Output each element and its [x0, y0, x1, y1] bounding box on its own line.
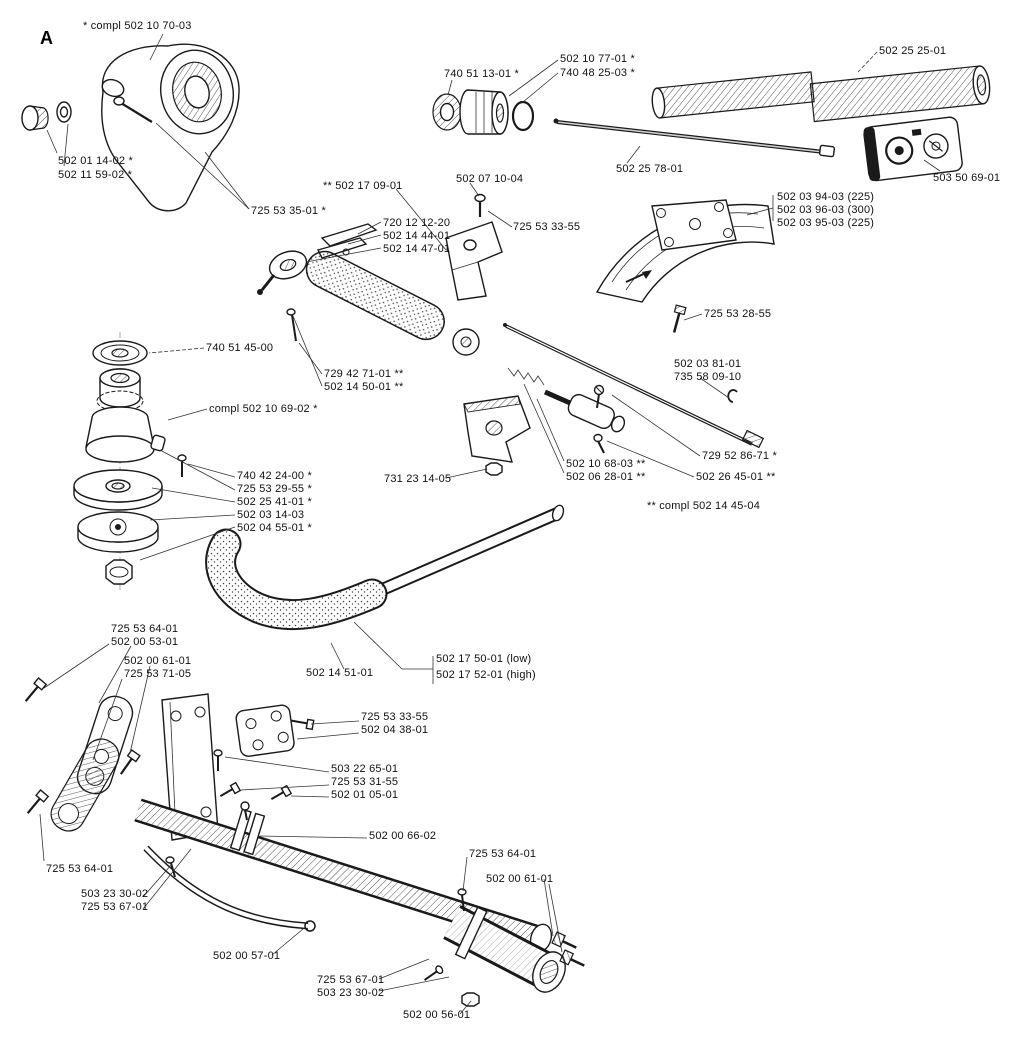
- part-label: 729 42 71-01 **: [324, 368, 404, 380]
- leader-lines: [39, 33, 941, 1015]
- part-label: 502 17 50-01 (low): [436, 653, 532, 665]
- part-label: 720 12 12-20: [383, 217, 451, 229]
- part-label: 502 00 57-01: [213, 950, 281, 962]
- part-label: 503 23 30-02: [317, 987, 385, 999]
- part-label: 502 00 61-01: [486, 873, 554, 885]
- part-label: 502 14 47-01: [383, 243, 451, 255]
- part-label: compl 502 10 69-02 *: [209, 403, 318, 415]
- part-label: 502 01 14-02 *: [58, 155, 133, 167]
- part-label: 502 14 50-01 **: [324, 381, 404, 393]
- gearbox-housing-drawing: [21, 43, 240, 212]
- clutch-drum-drawing: [432, 89, 535, 135]
- support-rod-drawing: [503, 323, 765, 449]
- section-letter: A: [40, 28, 53, 48]
- part-label: 502 00 61-01: [124, 655, 192, 667]
- part-label: 502 25 41-01 *: [237, 496, 312, 508]
- bracket-piece-drawing: [463, 395, 531, 476]
- part-label: 502 17 52-01 (high): [436, 669, 536, 681]
- part-label: 740 48 25-03 *: [560, 67, 635, 79]
- part-label: 502 25 25-01: [879, 45, 947, 57]
- part-label: 502 00 53-01: [111, 636, 179, 648]
- part-label: 725 53 67-01: [317, 974, 385, 986]
- part-label: 729 52 86-71 *: [702, 450, 777, 462]
- part-label: 725 53 33-55: [513, 221, 581, 233]
- part-label: ** 502 17 09-01: [323, 180, 403, 192]
- part-label: 725 53 64-01: [469, 848, 537, 860]
- part-label: 502 03 94-03 (225): [777, 191, 875, 203]
- part-label: 740 51 13-01 *: [444, 68, 519, 80]
- part-label: 725 53 31-55: [331, 776, 399, 788]
- trimmer-head-drawing: [73, 332, 187, 590]
- part-label: 502 04 55-01 *: [237, 522, 312, 534]
- part-label: 503 22 65-01: [331, 763, 399, 775]
- part-label: 502 26 45-01 **: [696, 471, 776, 483]
- part-label: 502 11 59-02 *: [58, 169, 133, 181]
- part-label: 725 53 29-55 *: [237, 483, 312, 495]
- part-label: 740 51 45-00: [206, 342, 274, 354]
- throttle-handle-drawing: [257, 193, 503, 356]
- part-label: 502 00 56-01: [403, 1009, 471, 1021]
- part-label: 740 42 24-00 *: [237, 470, 312, 482]
- part-label: 725 53 28-55: [704, 308, 772, 320]
- part-label: 502 10 68-03 **: [566, 458, 646, 470]
- flex-shaft-drawing: [553, 118, 836, 158]
- part-label: * compl 502 10 70-03: [83, 20, 192, 32]
- part-label: 725 53 67-01: [81, 901, 149, 913]
- ignition-module-drawing: [863, 116, 963, 182]
- part-label: 725 53 35-01 *: [251, 205, 326, 217]
- part-label: 502 14 51-01: [306, 667, 374, 679]
- part-label: ** compl 502 14 45-04: [647, 500, 761, 512]
- drive-tube-drawing: [651, 65, 991, 123]
- part-label: 502 03 81-01: [674, 358, 742, 370]
- part-label: 502 03 95-03 (225): [777, 217, 875, 229]
- part-label: 502 10 77-01 *: [560, 53, 635, 65]
- part-label: 502 01 05-01: [331, 789, 399, 801]
- part-label: 502 00 66-02: [369, 830, 437, 842]
- part-label: 725 53 71-05: [124, 668, 192, 680]
- handlebar-drawing: [205, 504, 565, 631]
- guard-drawing: [595, 199, 775, 333]
- lower-clamp-assembly-drawing: [24, 677, 585, 1007]
- part-label: 502 07 10-04: [456, 173, 524, 185]
- part-label: 502 06 28-01 **: [566, 471, 646, 483]
- part-label: 725 53 64-01: [46, 863, 114, 875]
- part-label: 502 25 78-01: [616, 163, 684, 175]
- part-label: 735 58 09-10: [674, 371, 742, 383]
- part-label: 502 03 96-03 (300): [777, 204, 875, 216]
- coupling-drawing: [507, 367, 626, 454]
- part-label: 502 04 38-01: [361, 724, 429, 736]
- part-label: 502 14 44-01: [383, 230, 451, 242]
- part-label: 503 50 69-01: [933, 172, 1001, 184]
- part-label: 503 23 30-02: [81, 888, 149, 900]
- part-label: 502 03 14-03: [237, 509, 305, 521]
- part-label: 725 53 33-55: [361, 711, 429, 723]
- part-label: 725 53 64-01: [111, 623, 179, 635]
- part-label: 731 23 14-05: [384, 473, 452, 485]
